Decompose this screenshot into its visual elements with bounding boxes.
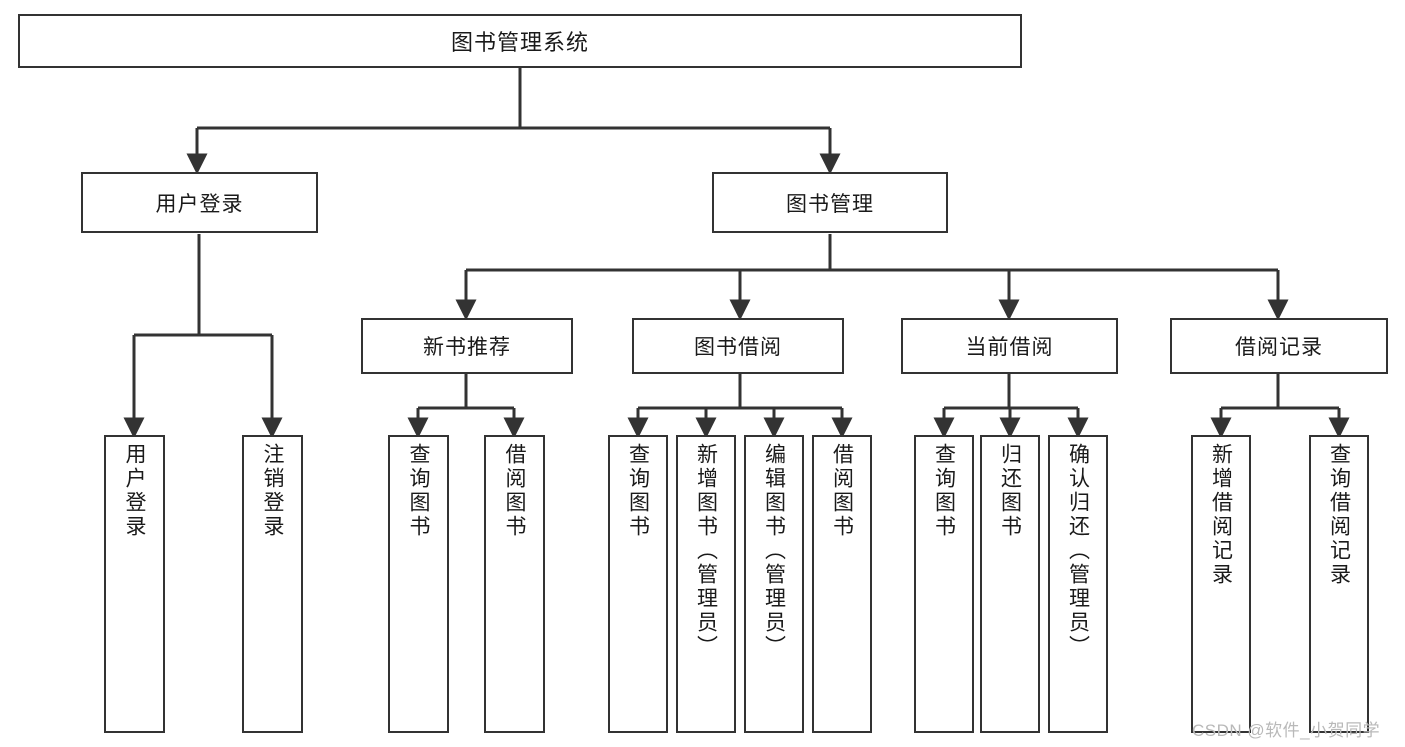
node-leaf-user-login[interactable]: 用户登录 bbox=[104, 435, 165, 733]
node-label: 新增借阅记录 bbox=[1209, 443, 1233, 587]
node-leaf-query-book-1[interactable]: 查询图书 bbox=[388, 435, 449, 733]
csdn-watermark: CSDN @软件_小贺同学 bbox=[1192, 721, 1381, 740]
node-borrow-record[interactable]: 借阅记录 bbox=[1170, 318, 1388, 374]
node-leaf-query-record[interactable]: 查询借阅记录 bbox=[1309, 435, 1369, 733]
node-label: 编辑图书（管理员） bbox=[762, 443, 786, 659]
node-label: 确认归还（管理员） bbox=[1066, 443, 1090, 659]
node-current-borrow[interactable]: 当前借阅 bbox=[901, 318, 1118, 374]
node-user-login[interactable]: 用户登录 bbox=[81, 172, 318, 233]
node-label: 归还图书 bbox=[998, 443, 1022, 539]
node-label: 图书管理 bbox=[786, 192, 874, 216]
node-label: 新增图书（管理员） bbox=[694, 443, 718, 659]
node-book-management[interactable]: 图书管理 bbox=[712, 172, 948, 233]
node-leaf-confirm-return[interactable]: 确认归还（管理员） bbox=[1048, 435, 1108, 733]
node-label: 用户登录 bbox=[155, 192, 244, 216]
node-label: 查询借阅记录 bbox=[1327, 443, 1351, 587]
node-leaf-borrow-book-1[interactable]: 借阅图书 bbox=[484, 435, 545, 733]
node-leaf-return-book[interactable]: 归还图书 bbox=[980, 435, 1040, 733]
node-leaf-edit-book[interactable]: 编辑图书（管理员） bbox=[744, 435, 804, 733]
node-label: 查询图书 bbox=[407, 443, 430, 539]
node-leaf-borrow-book-2[interactable]: 借阅图书 bbox=[812, 435, 872, 733]
node-book-borrow[interactable]: 图书借阅 bbox=[632, 318, 844, 374]
node-label: 查询图书 bbox=[932, 443, 956, 539]
node-label: 查询图书 bbox=[626, 443, 650, 539]
node-new-book-recommend[interactable]: 新书推荐 bbox=[361, 318, 573, 374]
node-label: 注销登录 bbox=[261, 443, 284, 539]
node-leaf-add-book[interactable]: 新增图书（管理员） bbox=[676, 435, 736, 733]
node-label: 新书推荐 bbox=[423, 336, 511, 359]
node-label: 借阅记录 bbox=[1235, 336, 1323, 359]
node-label: 借阅图书 bbox=[503, 443, 526, 539]
node-label: 当前借阅 bbox=[965, 336, 1054, 359]
node-leaf-query-book-2[interactable]: 查询图书 bbox=[608, 435, 668, 733]
node-label: 借阅图书 bbox=[830, 443, 854, 539]
node-leaf-query-book-3[interactable]: 查询图书 bbox=[914, 435, 974, 733]
node-label: 用户登录 bbox=[123, 443, 146, 539]
node-leaf-logout-login[interactable]: 注销登录 bbox=[242, 435, 303, 733]
node-leaf-add-record[interactable]: 新增借阅记录 bbox=[1191, 435, 1251, 733]
node-label: 图书借阅 bbox=[694, 336, 782, 359]
node-root-book-management-system[interactable]: 图书管理系统 bbox=[18, 14, 1022, 68]
node-label: 图书管理系统 bbox=[450, 30, 589, 55]
